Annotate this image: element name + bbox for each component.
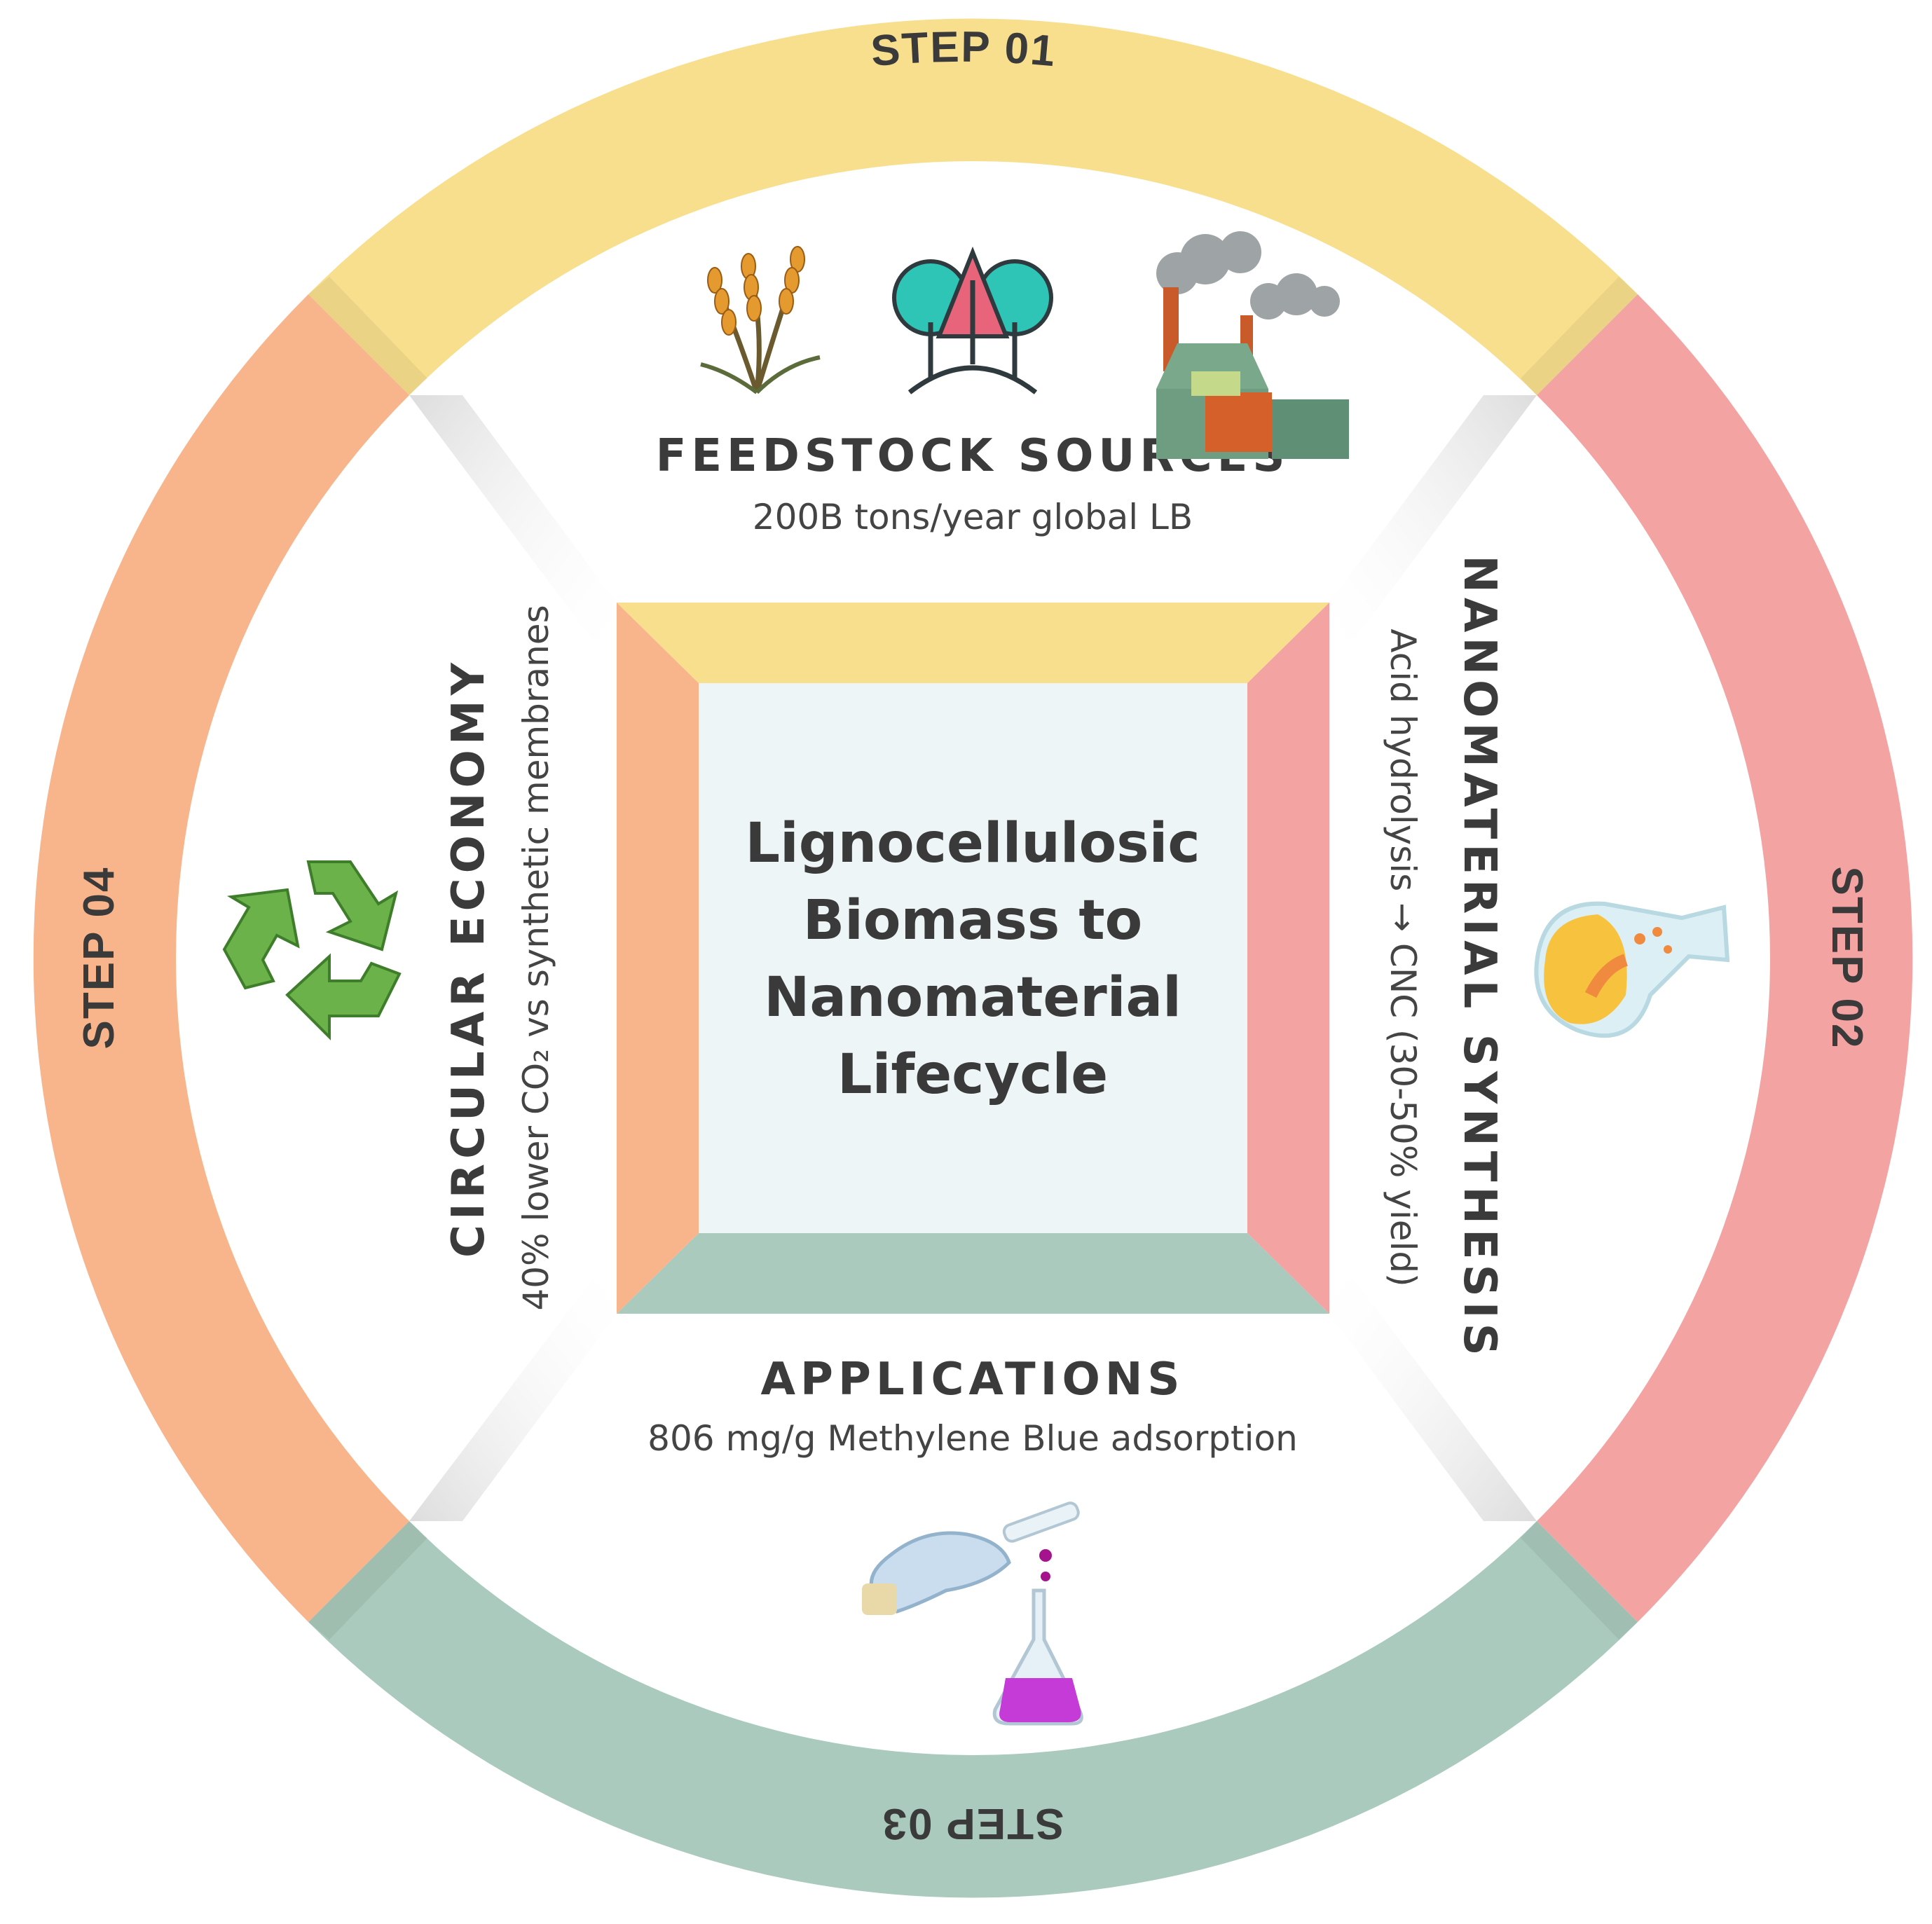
center-title: Lignocellulosic Biomass to Nanomaterial … — [745, 812, 1200, 1106]
frame-bottom — [617, 1233, 1329, 1314]
applications-heading: APPLICATIONS — [761, 1354, 1185, 1406]
pipette-flask-icon — [862, 1502, 1083, 1726]
step-03-label: STEP 03 — [881, 1799, 1064, 1848]
center-box — [699, 683, 1247, 1233]
forest-icon — [892, 246, 1053, 394]
synthesis-subtitle: Acid hydrolysis → CNC (30-50% yield) — [1383, 628, 1423, 1286]
step-02-label: STEP 02 — [1823, 866, 1871, 1049]
flask-icon — [1534, 901, 1730, 1038]
frame-top — [617, 603, 1329, 683]
center-title-line-3: Nanomaterial — [764, 966, 1181, 1029]
frame-left — [617, 603, 699, 1314]
recycle-icon — [222, 860, 402, 1040]
center-title-line-4: Lifecycle — [837, 1043, 1108, 1106]
frame-right — [1247, 603, 1329, 1314]
ring-segment-step-01 — [308, 18, 1638, 395]
step-04-label: STEP 04 — [75, 866, 123, 1049]
ring-segment-step-04 — [33, 294, 409, 1622]
center-title-line-1: Lignocellulosic — [745, 812, 1200, 875]
factory-icon — [1156, 231, 1349, 459]
synthesis-heading: NANOMATERIAL SYNTHESIS — [1453, 555, 1505, 1360]
ring-segment-step-03 — [308, 1521, 1638, 1898]
center-title-line-2: Biomass to — [803, 889, 1143, 952]
feedstock-subtitle: 200B tons/year global LB — [753, 497, 1193, 537]
applications-subtitle: 806 mg/g Methylene Blue adsorption — [648, 1418, 1298, 1459]
wheat-icon — [700, 246, 821, 394]
circular-heading: CIRCULAR ECONOMY — [443, 658, 495, 1258]
step-01-label: STEP 01 — [869, 23, 1058, 76]
ring-segment-step-02 — [1537, 294, 1913, 1622]
circular-subtitle: 40% lower CO₂ vs synthetic membranes — [516, 605, 556, 1310]
